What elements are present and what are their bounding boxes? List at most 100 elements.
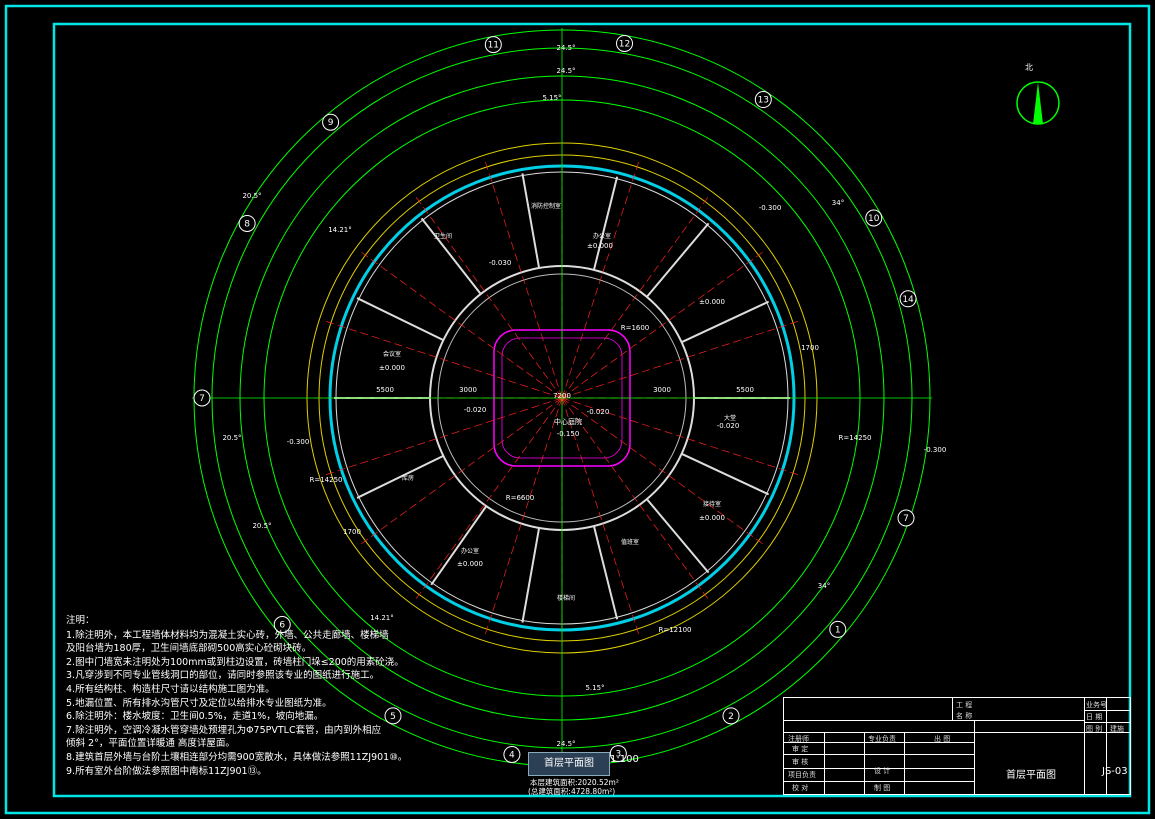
level-mark: -0.030 — [489, 259, 512, 267]
tb-right-label: 业务号 — [1086, 701, 1107, 709]
room-name: 会议室 — [383, 350, 401, 358]
center-dimension: 7200 — [553, 392, 571, 400]
dimension-text: 5500 — [736, 386, 754, 394]
construction-notes: 注明： 1.除注明外，本工程墙体材料均为混凝土实心砖，外墙、公共走廊墙、楼梯墙 … — [66, 614, 446, 778]
grid-bubble-label: 4 — [509, 750, 515, 760]
grid-bubble — [829, 620, 847, 638]
grid-bubble — [754, 91, 772, 109]
grid-bubble — [865, 209, 883, 227]
axis-line — [561, 195, 710, 399]
level-mark: ±0.000 — [379, 364, 405, 372]
axis-line — [359, 397, 563, 546]
note-line: 8.建筑首层外墙与台阶土壤相连部分均需900宽散水，具体做法参照11ZJ901⑩… — [66, 751, 408, 763]
note-line: 4.所有结构柱、构造柱尺寸请以结构施工图为准。 — [66, 683, 275, 695]
grid-bubble-label: 5 — [390, 712, 396, 722]
axis-line — [561, 397, 710, 601]
courtyard-label: 中心庭院 — [554, 417, 582, 426]
axis-line — [561, 397, 765, 546]
radial-wall — [521, 527, 541, 623]
level-mark: -0.020 — [464, 406, 487, 414]
radial-wall — [430, 505, 488, 586]
axis-line — [484, 397, 563, 636]
grid-bubble — [899, 290, 917, 308]
axis-line — [561, 160, 640, 399]
title-block: 工 程 名 称 注册师 专业负责 出 图 审 定 审 核 项目负责 校 对 设 … — [783, 697, 1131, 795]
radial-wall — [356, 454, 444, 499]
room-name: 接待室 — [703, 500, 721, 508]
tb-drawing-no: JS-03 — [1102, 766, 1128, 777]
axis-line — [414, 397, 563, 601]
dimension-text: 5500 — [376, 386, 394, 394]
arc-dimension: 34° — [818, 582, 830, 590]
radial-wall — [592, 525, 619, 620]
room-name: 办公室 — [593, 232, 611, 240]
grid-bubble-label: 3 — [615, 750, 621, 760]
level-mark: -0.020 — [587, 408, 610, 416]
arc-dimension: 20.5° — [252, 522, 271, 530]
level-mark: -0.300 — [924, 446, 947, 454]
axis-line — [324, 397, 563, 476]
tb-extra-label: 出 图 — [934, 735, 951, 743]
radial-wall — [646, 498, 710, 574]
dimension-text: R=14250 — [839, 434, 872, 442]
arc-dimension: 24.5° — [556, 740, 575, 748]
axis-line — [561, 397, 640, 636]
axis-line — [484, 160, 563, 399]
tb-row-label: 审 核 — [792, 758, 809, 766]
tb-right-label: 日 期 — [1086, 713, 1103, 721]
note-line: 1.除注明外，本工程墙体材料均为混凝土实心砖，外墙、公共走廊墙、楼梯墙 — [66, 629, 389, 641]
dimension-text: R=12100 — [659, 626, 692, 634]
grid-bubble-label: 13 — [758, 96, 769, 106]
grid-bubble-label: 7 — [199, 394, 205, 404]
room-name: 消防控制室 — [531, 202, 561, 210]
level-mark: ±0.000 — [587, 242, 613, 250]
grid-bubble — [503, 745, 521, 763]
tb-project-label: 工 程 — [956, 701, 973, 709]
total-area: (总建筑面积:4728.80m²) — [528, 787, 616, 796]
grid-bubble — [384, 707, 402, 725]
tb-right-label: 图 别 — [1086, 725, 1103, 733]
plan-title: 首层平面图 — [528, 752, 610, 776]
dimension-text: 1700 — [343, 528, 361, 536]
north-arrow-icon — [1016, 81, 1060, 125]
level-mark: -0.020 — [717, 422, 740, 430]
tb-name-label: 名 称 — [956, 712, 973, 720]
grid-bubble — [273, 616, 291, 634]
dimension-text: R=1600 — [621, 324, 650, 332]
dimension-text: R=6600 — [506, 494, 535, 502]
level-mark: -0.300 — [287, 438, 310, 446]
grid-bubble-label: 7 — [903, 514, 909, 524]
notes-heading: 注明： — [66, 615, 95, 626]
arc-dimension: 5.15° — [542, 94, 561, 102]
room-name: 值班室 — [621, 538, 639, 546]
note-line: 5.地漏位置、所有排水沟管尺寸及定位以给排水专业图纸为准。 — [66, 697, 332, 709]
axis-line — [359, 250, 563, 399]
radial-wall — [592, 176, 619, 271]
axis-line — [561, 320, 800, 399]
tb-drawing-title: 首层平面图 — [1006, 770, 1056, 781]
arc-dimension: 5.15° — [585, 684, 604, 692]
radial-wall — [356, 297, 444, 342]
tb-row-label: 审 定 — [792, 745, 809, 753]
level-mark: ±0.000 — [699, 514, 725, 522]
level-mark: -0.300 — [759, 204, 782, 212]
arc-dimension: 20.5° — [242, 192, 261, 200]
axis-line — [561, 397, 800, 476]
room-name: 办公室 — [461, 547, 479, 555]
note-line: 6.除注明外：楼水坡度：卫生间0.5%，走道1%，坡向地漏。 — [66, 711, 324, 723]
level-mark: ±0.000 — [699, 298, 725, 306]
room-name: 大堂 — [724, 414, 736, 422]
grid-bubble-label: 14 — [902, 295, 914, 305]
arc-dimension: 14.21° — [370, 614, 394, 622]
radial-wall — [521, 173, 541, 269]
grid-bubble-label: 2 — [728, 712, 734, 722]
axis-line — [414, 195, 563, 399]
dimension-text: 3000 — [653, 386, 671, 394]
note-line: 倾斜 2°，平面位置详暖通 高度详屋面。 — [66, 738, 235, 750]
tb-row-label: 项目负责 — [788, 771, 816, 779]
grid-bubble — [322, 113, 340, 131]
tb-extra-label: 专业负责 — [868, 735, 896, 743]
note-line: 7.除注明外，空调冷凝水管穿墙处预埋孔为Φ75PVTLC套管，由内到外相应 — [66, 724, 382, 736]
